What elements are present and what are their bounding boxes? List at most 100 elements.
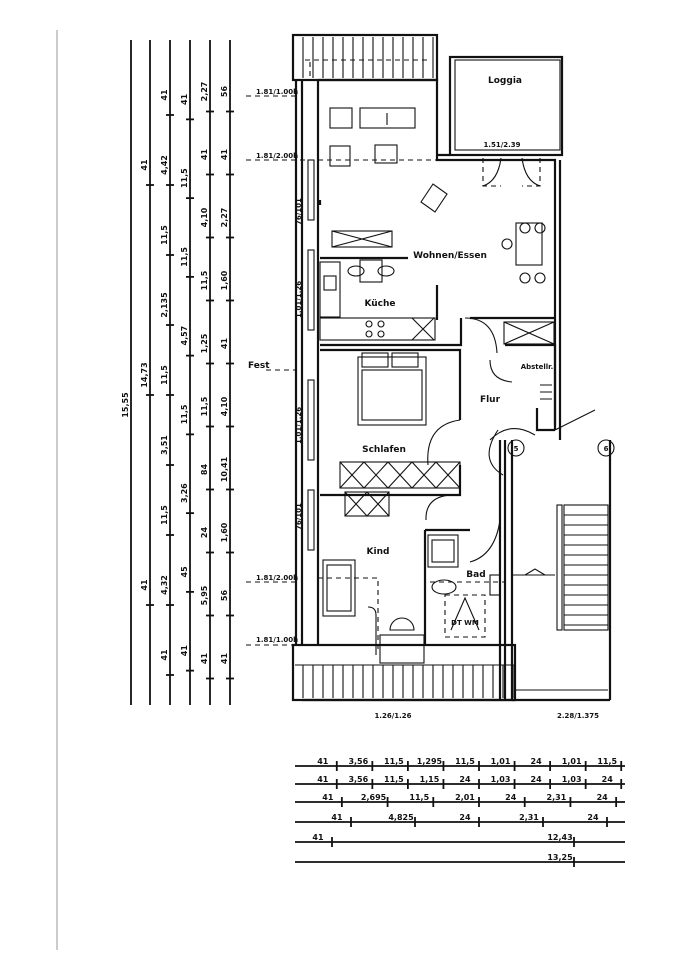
dimension-label: 2,135 xyxy=(160,292,169,318)
dimension-label: 1,15 xyxy=(420,775,440,784)
dimension-label: 41 xyxy=(160,649,169,661)
window-marks-left xyxy=(307,159,315,551)
dimension-label: 24 xyxy=(531,757,543,766)
stairwell xyxy=(489,409,612,702)
dimension-label: 4,10 xyxy=(200,207,209,227)
dimension-label: 41 xyxy=(140,159,149,171)
room-label-schlafen: Schlafen xyxy=(362,445,406,455)
window-label: 76/101 xyxy=(295,198,303,225)
dimension-label: 24 xyxy=(459,813,471,822)
window-label: 1.01/1.26 xyxy=(295,407,303,444)
dimension-label: 11,5 xyxy=(409,793,429,802)
kids-room-furniture xyxy=(322,559,425,664)
dimension-label: 24 xyxy=(200,527,209,539)
dimension-label: 11,5 xyxy=(180,168,189,188)
dimension-label: 14,73 xyxy=(140,362,149,387)
horizontal-dimension-chains: 41 3,56 11,5 1,295 11,5 1,01 24 1,01 11,5 41 3,56 1… xyxy=(295,757,625,867)
dimension-label: 41 xyxy=(317,775,329,784)
dimension-label: 11,5 xyxy=(597,757,617,766)
dimension-label: 24 xyxy=(587,813,599,822)
dimension-label: 2,31 xyxy=(519,813,539,822)
washer-triangle xyxy=(450,596,480,631)
dimension-label: 11,5 xyxy=(455,757,475,766)
bedroom-furniture xyxy=(339,352,461,521)
room-label-kind: Kind xyxy=(367,547,390,557)
stair-marker-5 xyxy=(507,439,525,457)
dimension-label: 1,03 xyxy=(491,775,511,784)
dimension-label: 41 xyxy=(312,833,324,842)
dimension-label: 4,32 xyxy=(160,575,169,595)
loggia-door-size: 1.51/2.39 xyxy=(483,141,520,149)
bathroom-fixtures xyxy=(427,534,501,596)
dimension-label: 1,01 xyxy=(491,757,511,766)
window-label: 1.81/1.00h xyxy=(256,636,298,644)
dimension-label: 4,57 xyxy=(180,326,189,346)
bottom-balcony xyxy=(291,643,517,702)
dimension-label: 41 xyxy=(160,89,169,101)
fixed-glazing-label: Fest xyxy=(248,361,270,371)
dimension-label: 41 xyxy=(220,653,229,665)
dimension-label: 41 xyxy=(200,653,209,665)
dimension-label: 11,5 xyxy=(160,365,169,385)
dimension-label: 11,5 xyxy=(200,396,209,416)
dimension-label: 41 xyxy=(180,93,189,105)
dimension-label: 24 xyxy=(505,793,517,802)
dimension-label: 3,51 xyxy=(160,435,169,455)
window-label: 1.81/1.00h xyxy=(256,88,298,96)
window-label: 76/101 xyxy=(295,503,303,530)
room-label-abstellraum: Abstellr. xyxy=(521,363,554,371)
dimension-label: 41 xyxy=(220,338,229,350)
dimension-label: 3,56 xyxy=(348,757,368,766)
dimension-label: 10,41 xyxy=(220,456,229,482)
dimension-label: 41 xyxy=(180,645,189,657)
dimension-label: 41 xyxy=(322,793,334,802)
dimension-label: 24 xyxy=(597,793,609,802)
dimension-label: 12,43 xyxy=(547,833,572,842)
top-balcony xyxy=(291,33,439,82)
room-label-kueche: Küche xyxy=(364,299,395,309)
dimension-label: 41 xyxy=(220,149,229,161)
dimension-label: 11,5 xyxy=(384,775,404,784)
dimension-label: 1,03 xyxy=(562,775,582,784)
dimension-label: 2,27 xyxy=(200,82,209,102)
dimension-label: 2,01 xyxy=(455,793,475,802)
dimension-label: 4,825 xyxy=(388,813,414,822)
room-label-bad: Bad xyxy=(466,570,485,580)
window-label: 1.81/2.00h xyxy=(256,152,298,160)
dimension-label: 41 xyxy=(140,579,149,591)
dimension-label: 11,5 xyxy=(160,225,169,245)
dimension-label: 5,95 xyxy=(200,585,209,605)
dimension-label: 2,27 xyxy=(220,208,229,228)
window-label: 2.28/1.375 xyxy=(557,712,599,720)
dimension-label: 41 xyxy=(200,149,209,161)
dimension-label: 56 xyxy=(220,86,229,98)
dimension-label: 1,60 xyxy=(220,522,229,542)
dimension-label: 3,26 xyxy=(180,483,189,503)
dimension-label: 11,5 xyxy=(200,270,209,290)
dimension-label: 11,5 xyxy=(384,757,404,766)
dimension-label: 11,5 xyxy=(180,247,189,267)
dimension-label: 1,25 xyxy=(200,333,209,353)
dimension-label: 45 xyxy=(180,566,189,578)
kids-room-dashed-outline xyxy=(318,577,379,650)
dimension-label: 24 xyxy=(602,775,614,784)
dimension-label: 1,295 xyxy=(417,757,443,766)
dimension-label: 2,31 xyxy=(547,793,567,802)
stair-marker-5-label: 5 xyxy=(514,445,519,453)
room-label-wohnen-essen: Wohnen/Essen xyxy=(413,251,487,261)
living-furniture xyxy=(329,107,555,345)
dimension-label: 84 xyxy=(200,464,209,476)
dimension-label: 4,42 xyxy=(160,155,169,175)
window-annotations: 1.81/1.00h 1.81/2.00h 1.81/2.00h 1.81/1.… xyxy=(246,88,599,720)
dimension-label: 3,56 xyxy=(348,775,368,784)
washer-dryer-area xyxy=(444,594,486,638)
dimension-label: 15,55 xyxy=(121,392,130,418)
window-label: 1.01/1.26 xyxy=(295,281,303,318)
dimension-label: 1,01 xyxy=(562,757,582,766)
dimension-label: 11,5 xyxy=(180,404,189,424)
window-label: 1.26/1.26 xyxy=(374,712,411,720)
dimension-label: 1,60 xyxy=(220,270,229,290)
dimension-label: 41 xyxy=(317,757,329,766)
dimension-label: 56 xyxy=(220,590,229,602)
